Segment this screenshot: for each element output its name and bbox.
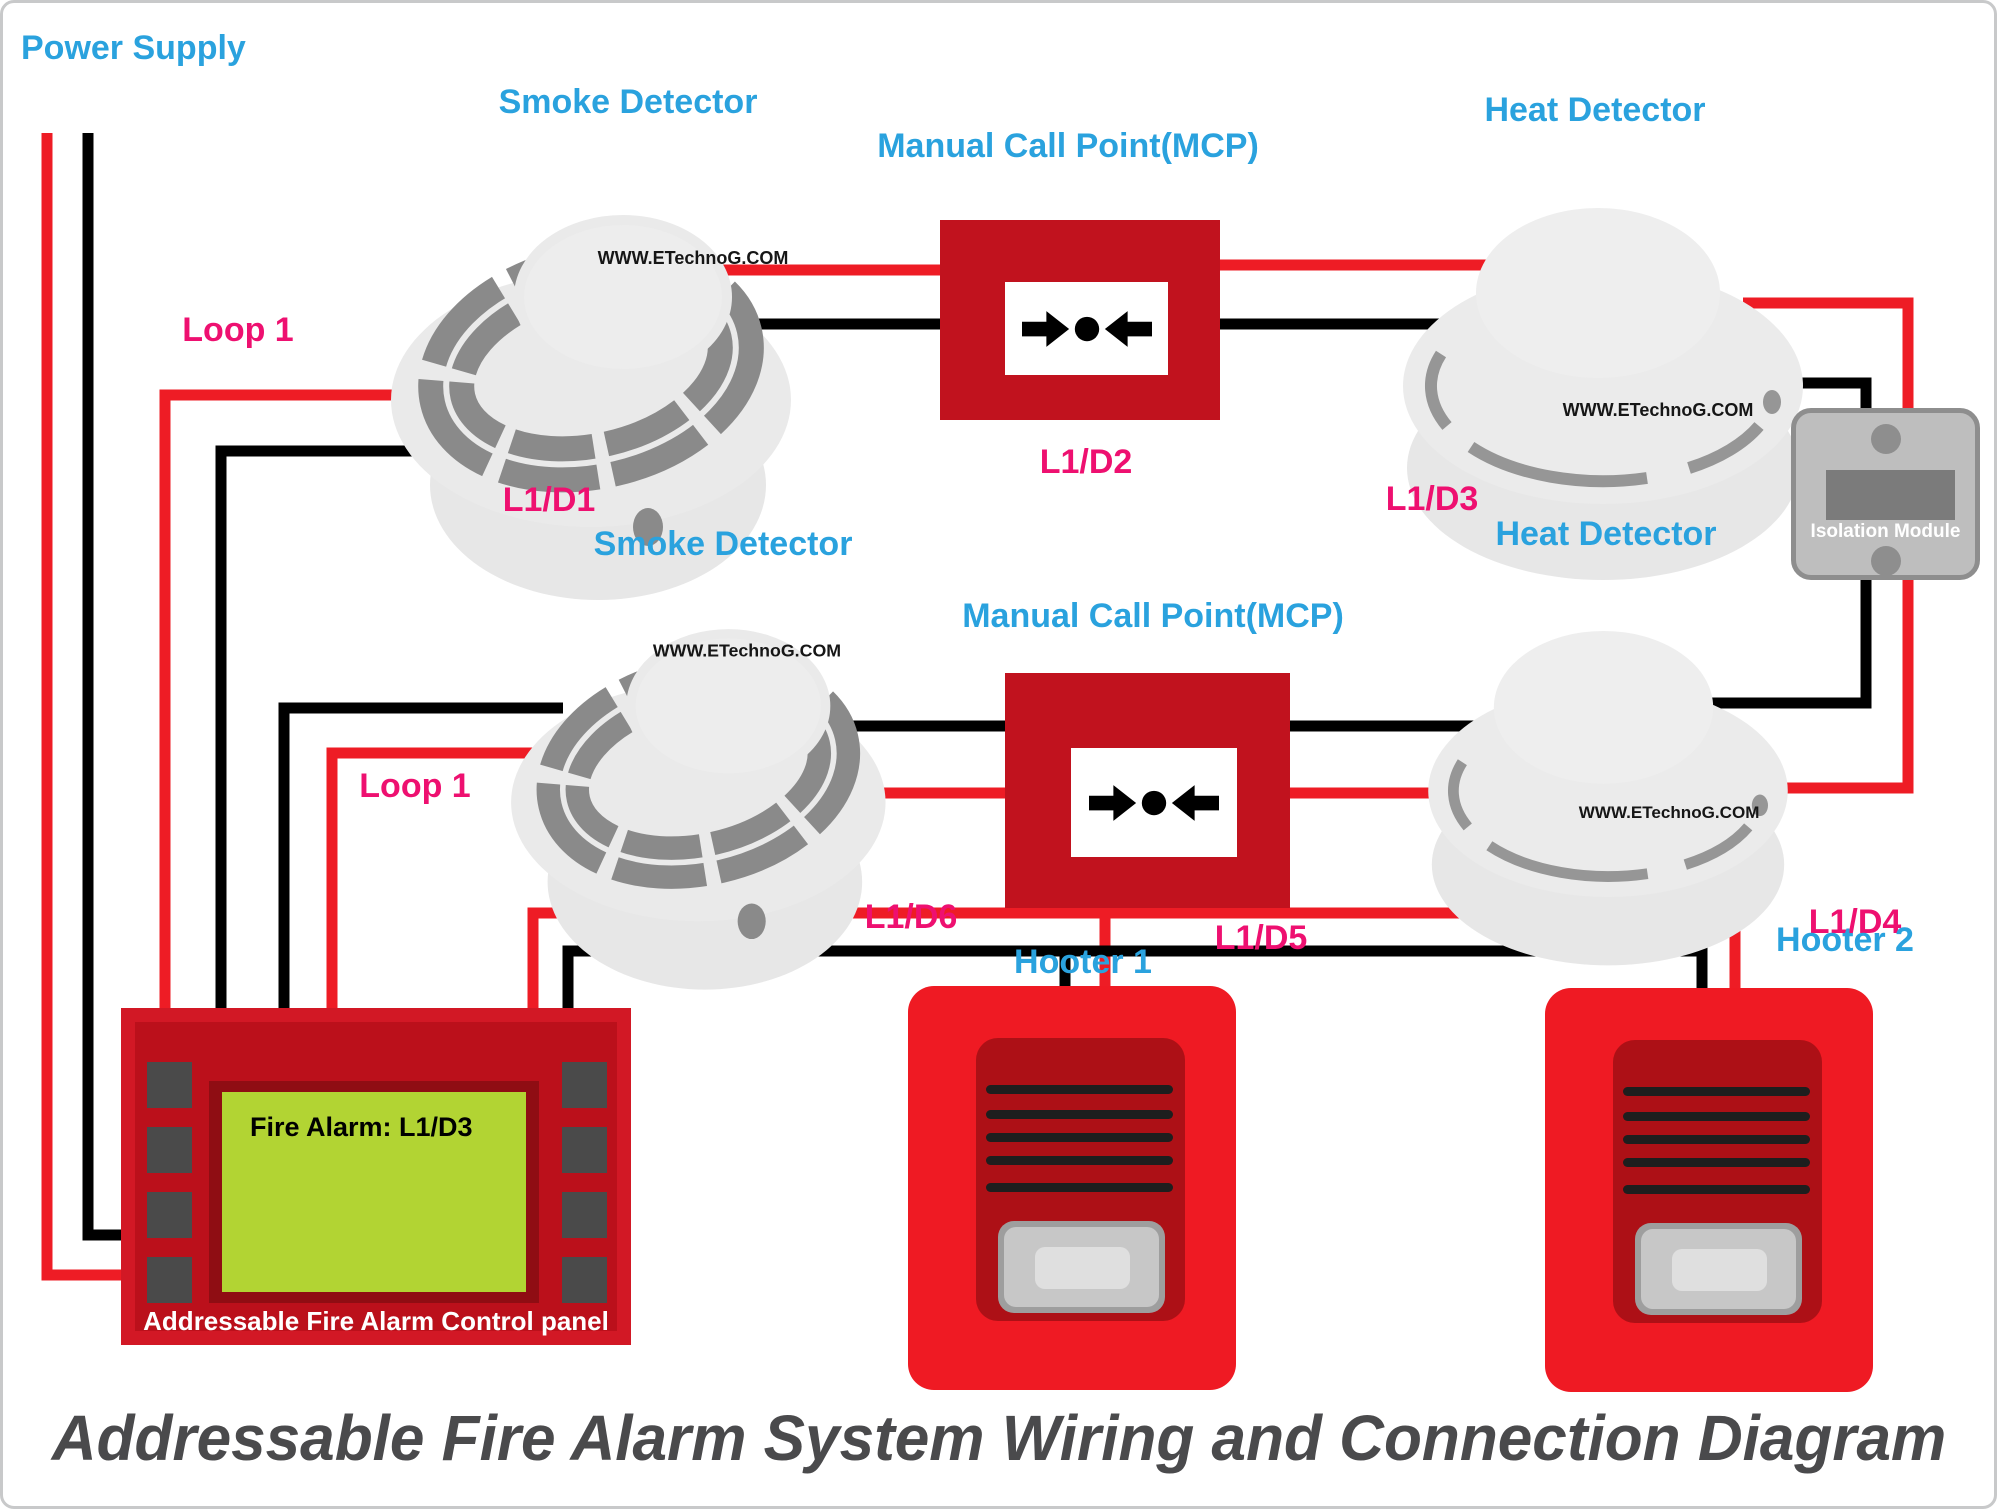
wire-power-red xyxy=(41,133,123,1281)
panel-button[interactable] xyxy=(562,1192,607,1238)
panel-button[interactable] xyxy=(147,1192,192,1238)
panel-screen-text: Fire Alarm: L1/D3 xyxy=(250,1112,473,1142)
mcp2-press-icon xyxy=(1089,784,1219,821)
heat2-dome xyxy=(1493,630,1714,784)
grille-line xyxy=(986,1110,1173,1119)
mcp-1-label: Manual Call Point(MCP) xyxy=(877,127,1259,165)
panel-caption: Addressable Fire Alarm Control panel xyxy=(143,1306,609,1336)
smoke-detector-2-label: Smoke Detector xyxy=(593,525,853,563)
wire-power-black xyxy=(82,133,123,1241)
smoke-detector-2: WWW.ETechnoG.COM xyxy=(511,629,886,990)
panel-screen: Fire Alarm: L1/D3 xyxy=(222,1092,526,1292)
black-wires xyxy=(82,133,1872,1241)
wire-row2-red xyxy=(326,747,548,1009)
hooter-1-label: Hooter 1 xyxy=(1014,943,1152,981)
address-l1d1-label: L1/D1 xyxy=(502,481,596,519)
module-screw-bottom xyxy=(1870,546,1901,576)
wire-hooter-black xyxy=(562,945,1708,1009)
address-l1d3-label: L1/D3 xyxy=(1385,480,1479,518)
wire-hooter-red xyxy=(527,907,1741,1009)
heat-detector-2: WWW.ETechnoG.COM xyxy=(1428,630,1788,966)
panel-button[interactable] xyxy=(147,1127,192,1173)
manual-call-point-1 xyxy=(940,220,1220,420)
smoke-detector-1: WWW.ETechnoG.COM xyxy=(391,215,791,600)
smoke-detector-1-label: Smoke Detector xyxy=(498,83,758,121)
panel-button[interactable] xyxy=(562,1062,607,1108)
diagram-title: Addressable Fire Alarm System Wiring and… xyxy=(51,1402,1946,1474)
panel-button[interactable] xyxy=(147,1257,192,1303)
address-l1d6-label: L1/D6 xyxy=(864,898,958,936)
grille-line xyxy=(986,1133,1173,1142)
heat1-dome xyxy=(1476,208,1720,378)
heat-detector-1-label: Heat Detector xyxy=(1484,91,1706,129)
module-display xyxy=(1826,470,1955,520)
fire-alarm-control-panel: Fire Alarm: L1/D3 Addressable Fire Alarm… xyxy=(121,1008,631,1345)
hooter-2-label: Hooter 2 xyxy=(1776,921,1914,959)
power-supply-label: Power Supply xyxy=(21,29,246,67)
heat2-rim-arcs xyxy=(1448,759,1753,882)
heat1-led xyxy=(1763,390,1781,414)
mcp1-press-icon xyxy=(1021,310,1152,347)
wire-row2-black xyxy=(278,702,563,1009)
grille-line xyxy=(986,1085,1173,1094)
watermark-text: WWW.ETechnoG.COM xyxy=(1563,400,1754,420)
grille-line xyxy=(1623,1135,1810,1144)
hooter1-grille xyxy=(976,1038,1185,1321)
address-l1d5-label: L1/D5 xyxy=(1214,919,1308,957)
panel-button[interactable] xyxy=(562,1257,607,1303)
smoke2-led xyxy=(737,903,766,940)
grille-line xyxy=(1623,1112,1810,1121)
heat-detector-1: WWW.ETechnoG.COM xyxy=(1403,208,1803,580)
hooter2-grille xyxy=(1613,1040,1822,1323)
wire-loop1-red xyxy=(159,389,473,1009)
manual-call-point-2 xyxy=(1005,673,1290,908)
mcp2-face xyxy=(1071,748,1237,857)
heat2-led xyxy=(1751,794,1768,817)
smoke1-led xyxy=(633,508,663,546)
hooter2-button-pill xyxy=(1672,1249,1767,1291)
wire-loop1-black xyxy=(215,445,443,1009)
grille-line xyxy=(1623,1185,1810,1194)
hooter1-button xyxy=(998,1221,1165,1313)
watermark-text: WWW.ETechnoG.COM xyxy=(1579,803,1760,822)
heat1-rim-arcs xyxy=(1424,350,1764,488)
panel-button[interactable] xyxy=(147,1062,192,1108)
isolation-module-label: Isolation Module xyxy=(1810,521,1961,542)
smoke2-cap xyxy=(626,629,831,783)
panel-button[interactable] xyxy=(562,1127,607,1173)
mcp-2-label: Manual Call Point(MCP) xyxy=(962,597,1344,635)
grille-line xyxy=(1623,1158,1810,1167)
heat-detector-2-label: Heat Detector xyxy=(1495,515,1717,553)
grille-line xyxy=(986,1156,1173,1165)
hooter-2 xyxy=(1545,988,1873,1392)
address-l1d2-label: L1/D2 xyxy=(1039,443,1133,481)
loop1-top-label: Loop 1 xyxy=(182,311,294,349)
watermark-text: WWW.ETechnoG.COM xyxy=(653,640,841,660)
isolation-module: Isolation Module xyxy=(1791,408,1980,580)
hooter1-button-pill xyxy=(1035,1247,1130,1289)
smoke1-cap xyxy=(514,215,732,379)
loop1-bottom-label: Loop 1 xyxy=(359,767,471,805)
hooter2-button xyxy=(1635,1223,1802,1315)
mcp1-face xyxy=(1005,282,1168,375)
grille-line xyxy=(1623,1087,1810,1096)
grille-line xyxy=(986,1183,1173,1192)
hooter-1 xyxy=(908,986,1236,1390)
watermark-text: WWW.ETechnoG.COM xyxy=(598,248,789,268)
module-screw-top xyxy=(1870,424,1901,454)
address-l1d4-label: L1/D4 xyxy=(1808,903,1902,941)
